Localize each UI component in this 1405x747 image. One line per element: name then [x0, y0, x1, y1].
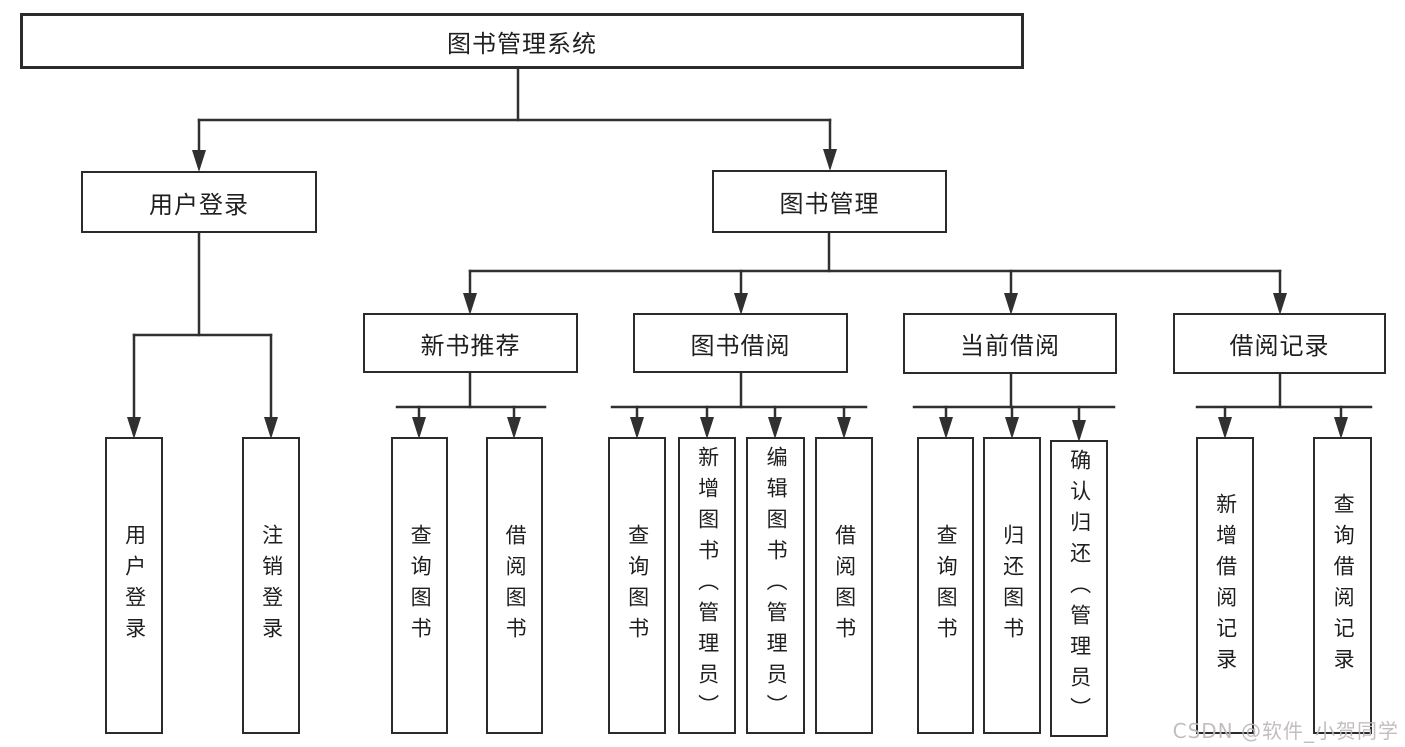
node-label: 用户登录	[149, 190, 249, 219]
arrow-down-icon	[1005, 417, 1019, 439]
node-book-management: 图书管理	[712, 170, 947, 233]
node-user-login: 用户登录	[81, 171, 317, 233]
leaf-cb-query-books: 查询图书	[917, 437, 974, 734]
arrow-down-icon	[1273, 293, 1287, 315]
arrow-down-icon	[463, 293, 477, 315]
arrow-down-icon	[768, 417, 782, 439]
node-label: 归还图书	[1000, 523, 1025, 648]
leaf-cb-return-books: 归还图书	[983, 437, 1041, 734]
node-label: 图书管理	[779, 190, 880, 218]
leaf-cb-confirm-return-admin: 确认归还（管理员）	[1050, 440, 1108, 737]
connector-lines	[132, 67, 1373, 438]
node-new-book-recommend: 新书推荐	[363, 313, 578, 373]
leaf-nb-borrow-books: 借阅图书	[486, 437, 543, 734]
arrow-down-icon	[192, 150, 206, 172]
node-current-borrowing: 当前借阅	[903, 313, 1117, 374]
node-label: 借阅图书	[503, 523, 528, 648]
node-book-borrowing: 图书借阅	[633, 313, 848, 373]
arrow-down-icon	[412, 417, 426, 439]
node-label: 查询借阅记录	[1331, 492, 1356, 679]
node-label: 借阅图书	[832, 523, 857, 648]
arrow-down-icon	[630, 417, 644, 439]
arrow-down-icon	[823, 149, 837, 171]
node-label: 当前借阅	[960, 332, 1060, 360]
node-label: 注销登录	[259, 523, 284, 648]
leaf-br-add-record: 新增借阅记录	[1196, 437, 1254, 734]
arrow-down-icon	[700, 417, 714, 439]
node-label: 图书管理系统	[447, 29, 597, 58]
leaf-logout-login: 注销登录	[242, 437, 300, 734]
arrow-down-icon	[127, 417, 141, 439]
node-label: 新增图书（管理员）	[695, 446, 720, 725]
node-label: 新增借阅记录	[1213, 492, 1238, 679]
node-label: 查询图书	[625, 523, 650, 648]
leaf-bb-add-books-admin: 新增图书（管理员）	[678, 437, 736, 734]
node-library-management-system: 图书管理系统	[20, 13, 1024, 69]
arrow-down-icon	[507, 417, 521, 439]
arrow-down-icon	[939, 417, 953, 439]
arrow-down-icon	[264, 417, 278, 439]
arrow-down-icon	[837, 417, 851, 439]
node-label: 新书推荐	[420, 331, 521, 360]
csdn-watermark: CSDN @软件_小贺同学	[1172, 719, 1399, 743]
leaf-bb-borrow-books: 借阅图书	[815, 437, 873, 734]
node-label: 查询图书	[934, 523, 959, 648]
leaf-nb-query-books: 查询图书	[391, 437, 448, 734]
node-label: 借阅记录	[1229, 332, 1330, 360]
arrow-down-icon	[1072, 420, 1086, 442]
node-label: 图书借阅	[690, 331, 791, 360]
arrow-down-icon	[1004, 293, 1018, 315]
arrow-down-icon	[734, 293, 748, 315]
node-label: 确认归还（管理员）	[1067, 449, 1092, 728]
arrowhead-icons	[127, 149, 1348, 442]
node-borrowing-records: 借阅记录	[1173, 313, 1386, 374]
leaf-user-login: 用户登录	[105, 437, 163, 734]
node-label: 查询图书	[408, 523, 433, 648]
node-label: 用户登录	[122, 523, 147, 648]
node-label: 编辑图书（管理员）	[764, 446, 789, 725]
arrow-down-icon	[1218, 417, 1232, 439]
leaf-br-query-record: 查询借阅记录	[1313, 437, 1372, 734]
leaf-bb-edit-books-admin: 编辑图书（管理员）	[746, 437, 805, 734]
arrow-down-icon	[1334, 417, 1348, 439]
leaf-bb-query-books: 查询图书	[608, 437, 666, 734]
